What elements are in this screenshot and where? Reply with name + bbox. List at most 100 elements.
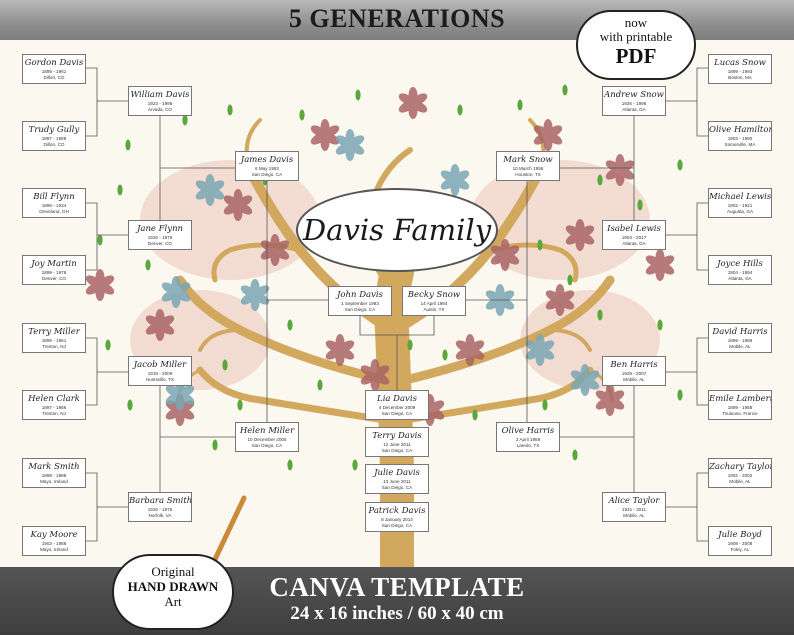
person-place: Norfolk, VA — [148, 513, 172, 518]
person-card-trudy-gully[interactable]: Trudy Gully 1897 - 1988 Dillon, CO — [22, 121, 86, 151]
person-name: Isabel Lewis — [607, 224, 661, 234]
person-place: Trenton, NJ — [42, 344, 66, 349]
person-place: Cleveland, OH — [39, 209, 69, 214]
person-dates: 1899 - 1976 — [41, 270, 67, 275]
person-dates: 1895 - 1961 — [41, 338, 67, 343]
person-dates: 1903 - 1988 — [41, 541, 67, 546]
person-place: Mobile, AL — [623, 513, 645, 518]
person-card-michael-lewis[interactable]: Michael Lewis 1902 - 1921 Augusta, GA — [708, 188, 772, 218]
person-card-terry-miller[interactable]: Terry Miller 1895 - 1961 Trenton, NJ — [22, 323, 86, 353]
person-dates: 1908 - 2008 — [727, 541, 753, 546]
person-name: Kay Moore — [30, 530, 78, 540]
person-card-mark-snow[interactable]: Mark Snow 10 March 1956 Houston, TX — [496, 151, 560, 181]
person-card-becky-snow[interactable]: Becky Snow 14 April 1984 Austin, TX — [402, 286, 466, 316]
person-name: Bill Flynn — [33, 192, 75, 202]
person-name: David Harris — [712, 327, 768, 337]
person-card-terry-davis[interactable]: Terry Davis 12 June 2011 San Diego, CA — [365, 427, 429, 457]
person-card-isabel-lewis[interactable]: Isabel Lewis 1903 - 2017 Atlanta, GA — [602, 220, 666, 250]
person-dates: 10 December 2005 — [247, 437, 287, 442]
person-name: James Davis — [240, 155, 294, 165]
person-card-william-davis[interactable]: William Davis 1923 - 1995 Arvada, CO — [128, 86, 192, 116]
person-dates: 1902 - 2002 — [727, 473, 753, 478]
person-card-mark-smith[interactable]: Mark Smith 1899 - 1988 Mayo, Ireland — [22, 458, 86, 488]
person-name: Julie Davis — [374, 468, 420, 478]
person-dates: 1926 - 1996 — [621, 101, 647, 106]
generations-title: 5 GENERATIONS — [288, 4, 506, 33]
art-badge-line3: Art — [164, 594, 182, 609]
person-card-andrew-snow[interactable]: Andrew Snow 1926 - 1996 Atlanta, GA — [602, 86, 666, 116]
person-dates: 1 September 1983 — [341, 301, 379, 306]
person-name: Andrew Snow — [604, 90, 664, 100]
person-place: Laredo, TX — [516, 443, 540, 448]
canva-template-title: CANVA TEMPLATE — [269, 572, 525, 602]
person-card-john-davis[interactable]: John Davis 1 September 1983 San Diego, C… — [328, 286, 392, 316]
person-name: Alice Taylor — [608, 496, 660, 506]
person-card-julie-boyd[interactable]: Julie Boyd 1908 - 2008 Foley, AL — [708, 526, 772, 556]
person-dates: 8 January 2014 — [381, 517, 413, 522]
person-card-helen-clark[interactable]: Helen Clark 1897 - 1966 Trenton, NJ — [22, 390, 86, 420]
person-card-jane-flynn[interactable]: Jane Flynn 1926 - 1976 Denver, CO — [128, 220, 192, 250]
person-place: San Diego, CA — [251, 443, 283, 448]
person-place: Atlanta, GA — [622, 241, 646, 246]
person-place: Mobile, AL — [623, 377, 645, 382]
person-card-bill-flynn[interactable]: Bill Flynn 1896 - 1934 Cleveland, OH — [22, 188, 86, 218]
person-place: Atlanta, GA — [622, 107, 646, 112]
person-card-lucas-snow[interactable]: Lucas Snow 1899 - 1993 Boston, MA — [708, 54, 772, 84]
person-card-kay-moore[interactable]: Kay Moore 1903 - 1988 Mayo, Ireland — [22, 526, 86, 556]
person-card-gordon-davis[interactable]: Gordon Davis 1895 - 1961 Dillon, CO — [22, 54, 86, 84]
person-card-alice-taylor[interactable]: Alice Taylor 1931 - 2011 Mobile, AL — [602, 492, 666, 522]
person-name: Olive Harris — [501, 426, 555, 436]
person-name: Mark Snow — [503, 155, 553, 165]
person-place: San Diego, CA — [381, 411, 413, 416]
person-name: Becky Snow — [407, 290, 461, 300]
person-card-joy-martin[interactable]: Joy Martin 1899 - 1976 Denver, CO — [22, 255, 86, 285]
person-dates: 1896 - 1934 — [41, 203, 67, 208]
person-place: San Diego, CA — [381, 485, 413, 490]
person-card-emile-lambert[interactable]: Emile Lambert 1899 - 1968 Toulouse, Fran… — [708, 390, 772, 420]
person-name: Gordon Davis — [24, 58, 84, 68]
person-place: Dillon, CO — [43, 75, 65, 80]
person-dates: 1903 - 2017 — [621, 235, 647, 240]
connector-lines — [86, 67, 708, 542]
printable-pdf-badge: now with printable PDF — [576, 10, 696, 80]
person-dates: 1931 - 2011 — [621, 507, 647, 512]
person-place: San Diego, CA — [381, 448, 413, 453]
person-dates: 1926 - 1976 — [147, 507, 173, 512]
person-place: San Diego, CA — [344, 307, 376, 312]
person-place: Augusta, GA — [726, 209, 754, 214]
person-card-helen-miller[interactable]: Helen Miller 10 December 2005 San Diego,… — [235, 422, 299, 452]
person-card-barbara-smith[interactable]: Barbara Smith 1926 - 1976 Norfolk, VA — [128, 492, 192, 522]
person-name: Patrick Davis — [368, 506, 426, 516]
person-dates: 2 April 1959 — [515, 437, 541, 442]
person-name: Jacob Miller — [133, 360, 187, 370]
pdf-badge-line2: with printable — [599, 29, 673, 44]
pdf-badge-line3: PDF — [615, 44, 657, 68]
person-card-patrick-davis[interactable]: Patrick Davis 8 January 2014 San Diego, … — [365, 502, 429, 532]
person-dates: 1903 - 1990 — [727, 136, 753, 141]
person-card-julie-davis[interactable]: Julie Davis 13 June 2011 San Diego, CA — [365, 464, 429, 494]
person-card-jacob-miller[interactable]: Jacob Miller 1919 - 2009 Huntsville, TX — [128, 356, 192, 386]
person-card-zachary-taylor[interactable]: Zachary Taylor 1902 - 2002 Mobile, AL — [708, 458, 772, 488]
person-card-joyce-hills[interactable]: Joyce Hills 1904 - 1994 Atlanta, GA — [708, 255, 772, 285]
person-dates: 12 June 2011 — [383, 442, 411, 447]
person-dates: 6 May 1953 — [254, 166, 279, 171]
person-place: Denver, CO — [148, 241, 172, 246]
person-place: Atlanta, GA — [728, 276, 752, 281]
person-dates: 1897 - 1966 — [41, 405, 67, 410]
person-place: Trenton, NJ — [42, 411, 66, 416]
person-dates: 1929 - 2007 — [621, 371, 647, 376]
person-card-olive-hamilton[interactable]: Olive Hamilton 1903 - 1990 Somerville, M… — [708, 121, 772, 151]
person-dates: 1904 - 1994 — [727, 270, 753, 275]
person-dates: 1899 - 1988 — [41, 473, 67, 478]
person-card-david-harris[interactable]: David Harris 1899 - 1986 Mobile, AL — [708, 323, 772, 353]
person-card-lia-davis[interactable]: Lia Davis 4 December 2009 San Diego, CA — [365, 390, 429, 420]
person-place: Foley, AL — [730, 547, 750, 552]
person-name: Helen Miller — [239, 426, 295, 436]
person-card-olive-harris[interactable]: Olive Harris 2 April 1959 Laredo, TX — [496, 422, 560, 452]
person-name: Lia Davis — [377, 394, 417, 404]
person-name: Joy Martin — [31, 259, 77, 269]
person-place: Mobile, AL — [729, 344, 751, 349]
person-card-ben-harris[interactable]: Ben Harris 1929 - 2007 Mobile, AL — [602, 356, 666, 386]
person-card-james-davis[interactable]: James Davis 6 May 1953 San Diego, CA — [235, 151, 299, 181]
person-place: San Diego, CA — [381, 523, 413, 528]
